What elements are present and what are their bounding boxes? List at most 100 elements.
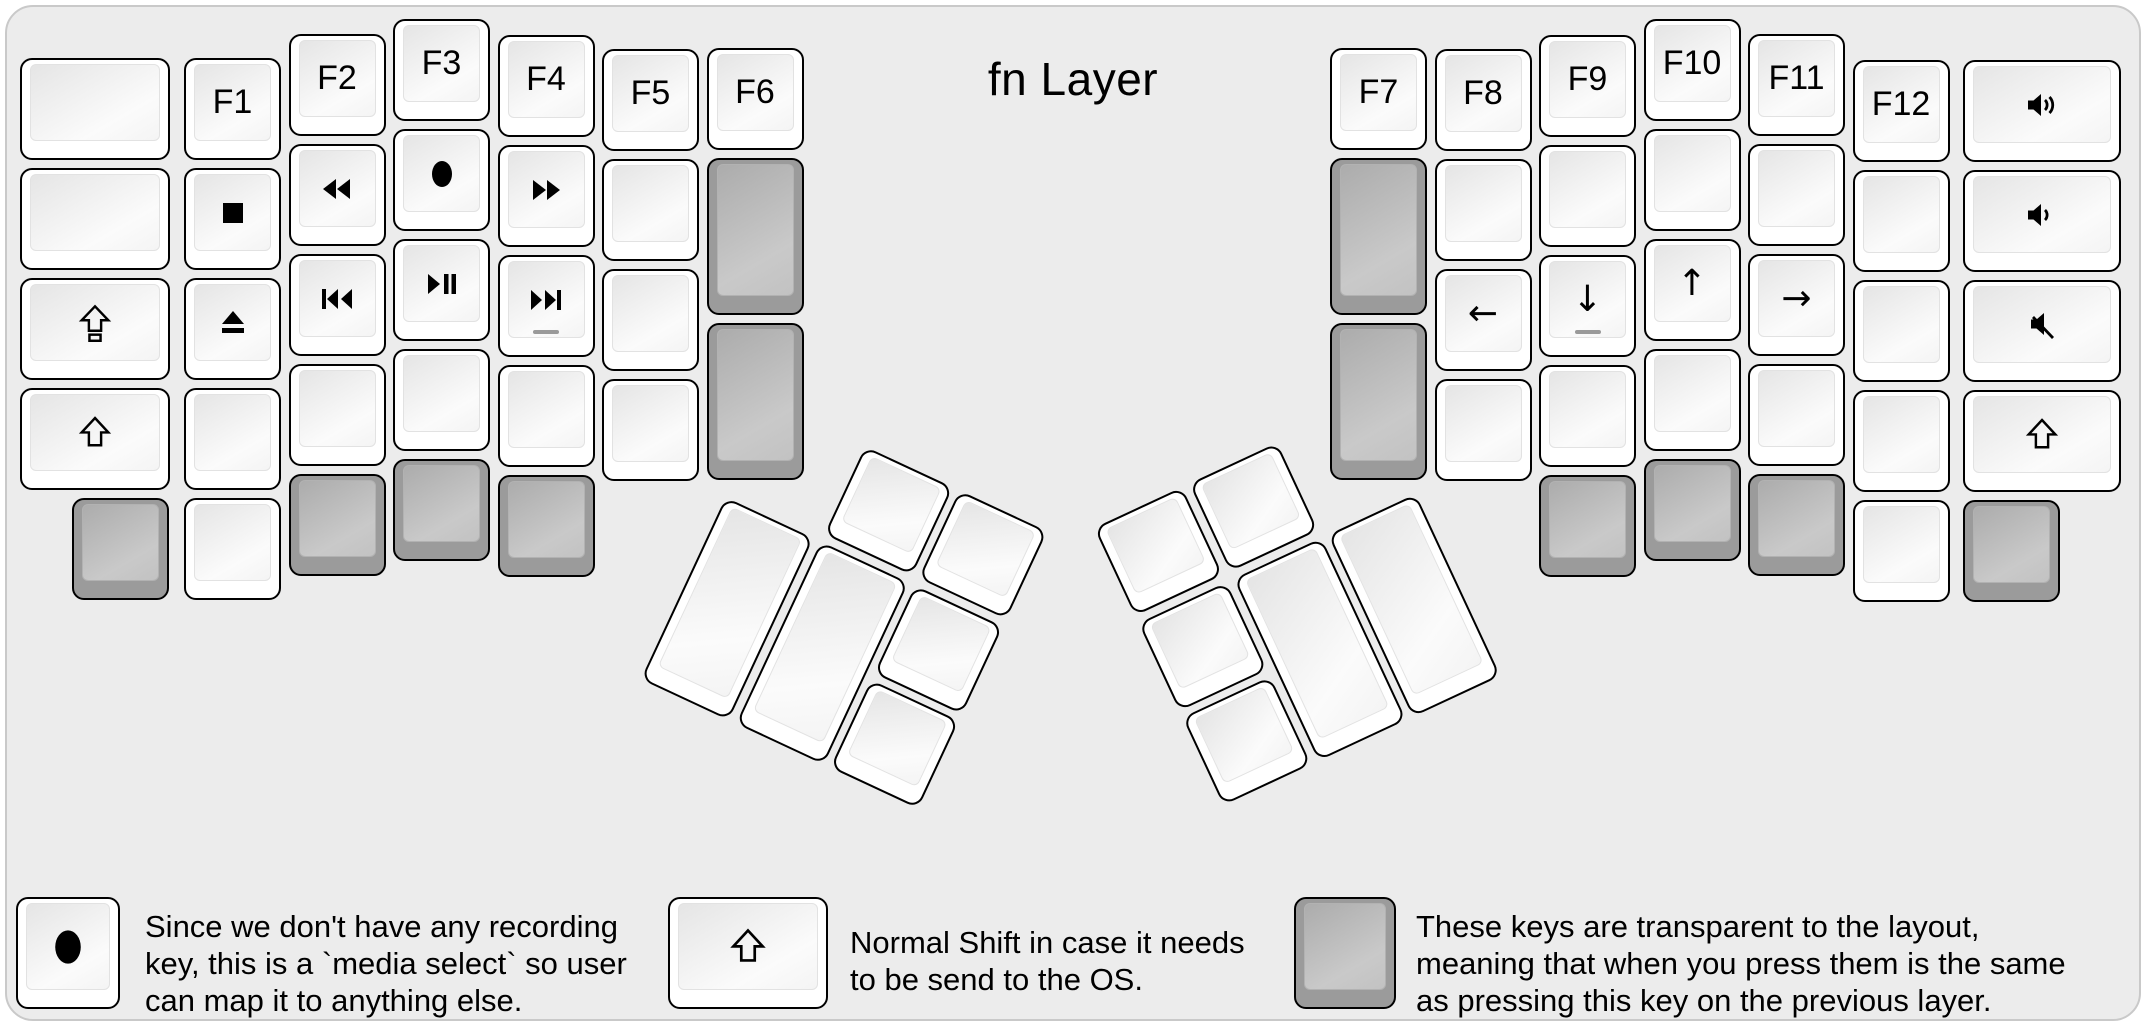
key-transparent[interactable] bbox=[706, 323, 804, 480]
key-blank[interactable] bbox=[602, 379, 699, 481]
key-blank[interactable] bbox=[1539, 365, 1636, 467]
key-f5[interactable]: F5 bbox=[602, 49, 699, 151]
key-blank[interactable] bbox=[184, 388, 281, 490]
key-blank[interactable] bbox=[1852, 390, 1950, 492]
keycap-content bbox=[1550, 152, 1625, 227]
key-blank[interactable] bbox=[1643, 349, 1741, 451]
key-blank[interactable] bbox=[1539, 145, 1636, 247]
key-blank[interactable] bbox=[1434, 379, 1532, 481]
keycap-surface bbox=[298, 370, 376, 447]
keycap-content: F4 bbox=[509, 42, 584, 117]
keycap-content bbox=[1974, 507, 2049, 582]
key-blank[interactable] bbox=[1748, 144, 1845, 246]
key-blank[interactable] bbox=[20, 58, 170, 160]
fast-forward-icon bbox=[533, 179, 560, 200]
key-stop[interactable] bbox=[184, 168, 281, 270]
key-label: F12 bbox=[1871, 85, 1931, 123]
keycap-content bbox=[31, 395, 159, 470]
key-label: F8 bbox=[1463, 74, 1503, 112]
key-blank[interactable] bbox=[1852, 280, 1950, 382]
key-caps-lock[interactable] bbox=[20, 278, 170, 380]
key-blank[interactable] bbox=[602, 269, 699, 371]
key-play-pause[interactable] bbox=[393, 239, 490, 341]
keycap-surface: F6 bbox=[716, 54, 794, 131]
key-blank[interactable] bbox=[602, 159, 699, 261]
key-blank[interactable] bbox=[1643, 129, 1741, 231]
key-transparent[interactable] bbox=[706, 158, 804, 315]
stop-icon bbox=[222, 202, 243, 223]
key-arrow-left[interactable]: ← bbox=[1434, 269, 1532, 371]
keycap-content bbox=[31, 175, 159, 250]
key-transparent[interactable] bbox=[1963, 500, 2060, 602]
keycap-content bbox=[1974, 397, 2110, 472]
legend-key-2 bbox=[668, 897, 828, 1009]
key-arrow-right[interactable]: → bbox=[1748, 254, 1845, 356]
keycap-content bbox=[509, 482, 584, 557]
key-blank[interactable] bbox=[20, 168, 170, 270]
key-f9[interactable]: F9 bbox=[1539, 35, 1636, 137]
keycap-surface bbox=[403, 465, 480, 542]
key-f1[interactable]: F1 bbox=[184, 58, 281, 160]
key-f7[interactable]: F7 bbox=[1330, 48, 1427, 150]
keycap-content bbox=[300, 371, 375, 446]
key-f10[interactable]: F10 bbox=[1643, 19, 1741, 121]
keycap-content bbox=[1550, 482, 1625, 557]
key-mute[interactable] bbox=[1963, 280, 2121, 382]
keycap-surface bbox=[1444, 165, 1522, 242]
keycap-surface bbox=[194, 284, 271, 361]
keycap-content bbox=[679, 904, 817, 989]
key-transparent[interactable] bbox=[288, 474, 386, 576]
key-transparent[interactable] bbox=[1748, 474, 1845, 576]
key-transparent[interactable] bbox=[1330, 158, 1427, 315]
key-blank[interactable] bbox=[1434, 159, 1532, 261]
key-f3[interactable]: F3 bbox=[393, 19, 490, 121]
key-f6[interactable]: F6 bbox=[706, 48, 804, 150]
key-next-track[interactable] bbox=[497, 255, 595, 357]
key-blank[interactable] bbox=[184, 498, 281, 600]
keycap-content bbox=[300, 151, 375, 226]
key-record[interactable] bbox=[393, 129, 490, 231]
key-shift[interactable] bbox=[20, 388, 170, 490]
keycap-surface bbox=[1304, 903, 1386, 990]
key-eject[interactable] bbox=[184, 278, 281, 380]
key-prev-track[interactable] bbox=[288, 254, 386, 356]
key-transparent[interactable] bbox=[1643, 459, 1741, 561]
keycap-content bbox=[1759, 371, 1834, 446]
key-transparent[interactable] bbox=[1539, 475, 1636, 577]
key-blank[interactable] bbox=[1748, 364, 1845, 466]
key-f2[interactable]: F2 bbox=[288, 34, 386, 136]
key-shift[interactable] bbox=[1963, 390, 2121, 492]
key-fast-forward[interactable] bbox=[497, 145, 595, 247]
key-f11[interactable]: F11 bbox=[1748, 34, 1845, 136]
key-volume-down[interactable] bbox=[1963, 170, 2121, 272]
key-blank[interactable] bbox=[497, 365, 595, 467]
keycap-surface bbox=[298, 480, 376, 557]
key-blank[interactable] bbox=[1852, 170, 1950, 272]
keycap-content bbox=[300, 481, 375, 556]
key-arrow-down[interactable]: ↓ bbox=[1539, 255, 1636, 357]
keycap-surface bbox=[403, 355, 480, 432]
keycap-content bbox=[404, 136, 479, 211]
key-label: F7 bbox=[1358, 73, 1399, 111]
arrow-up-icon: ↑ bbox=[1676, 262, 1708, 304]
key-f12[interactable]: F12 bbox=[1852, 60, 1950, 162]
key-blank[interactable] bbox=[393, 349, 490, 451]
key-blank[interactable] bbox=[288, 364, 386, 466]
key-transparent[interactable] bbox=[393, 459, 490, 561]
key-volume-up[interactable] bbox=[1963, 60, 2121, 162]
key-blank[interactable] bbox=[1852, 500, 1950, 602]
key-rewind[interactable] bbox=[288, 144, 386, 246]
key-f8[interactable]: F8 bbox=[1434, 49, 1532, 151]
keycap-surface: → bbox=[1758, 260, 1835, 337]
key-f4[interactable]: F4 bbox=[497, 35, 595, 137]
key-transparent[interactable] bbox=[497, 475, 595, 577]
arrow-left-icon: ← bbox=[1467, 292, 1499, 334]
key-arrow-up[interactable]: ↑ bbox=[1643, 239, 1741, 341]
key-transparent[interactable] bbox=[1330, 323, 1427, 480]
key-transparent[interactable] bbox=[72, 498, 169, 600]
keycap-content bbox=[1864, 507, 1939, 582]
keycap-surface: F10 bbox=[1653, 25, 1731, 102]
keycap-surface bbox=[194, 394, 271, 471]
keycap-surface bbox=[1653, 465, 1731, 542]
